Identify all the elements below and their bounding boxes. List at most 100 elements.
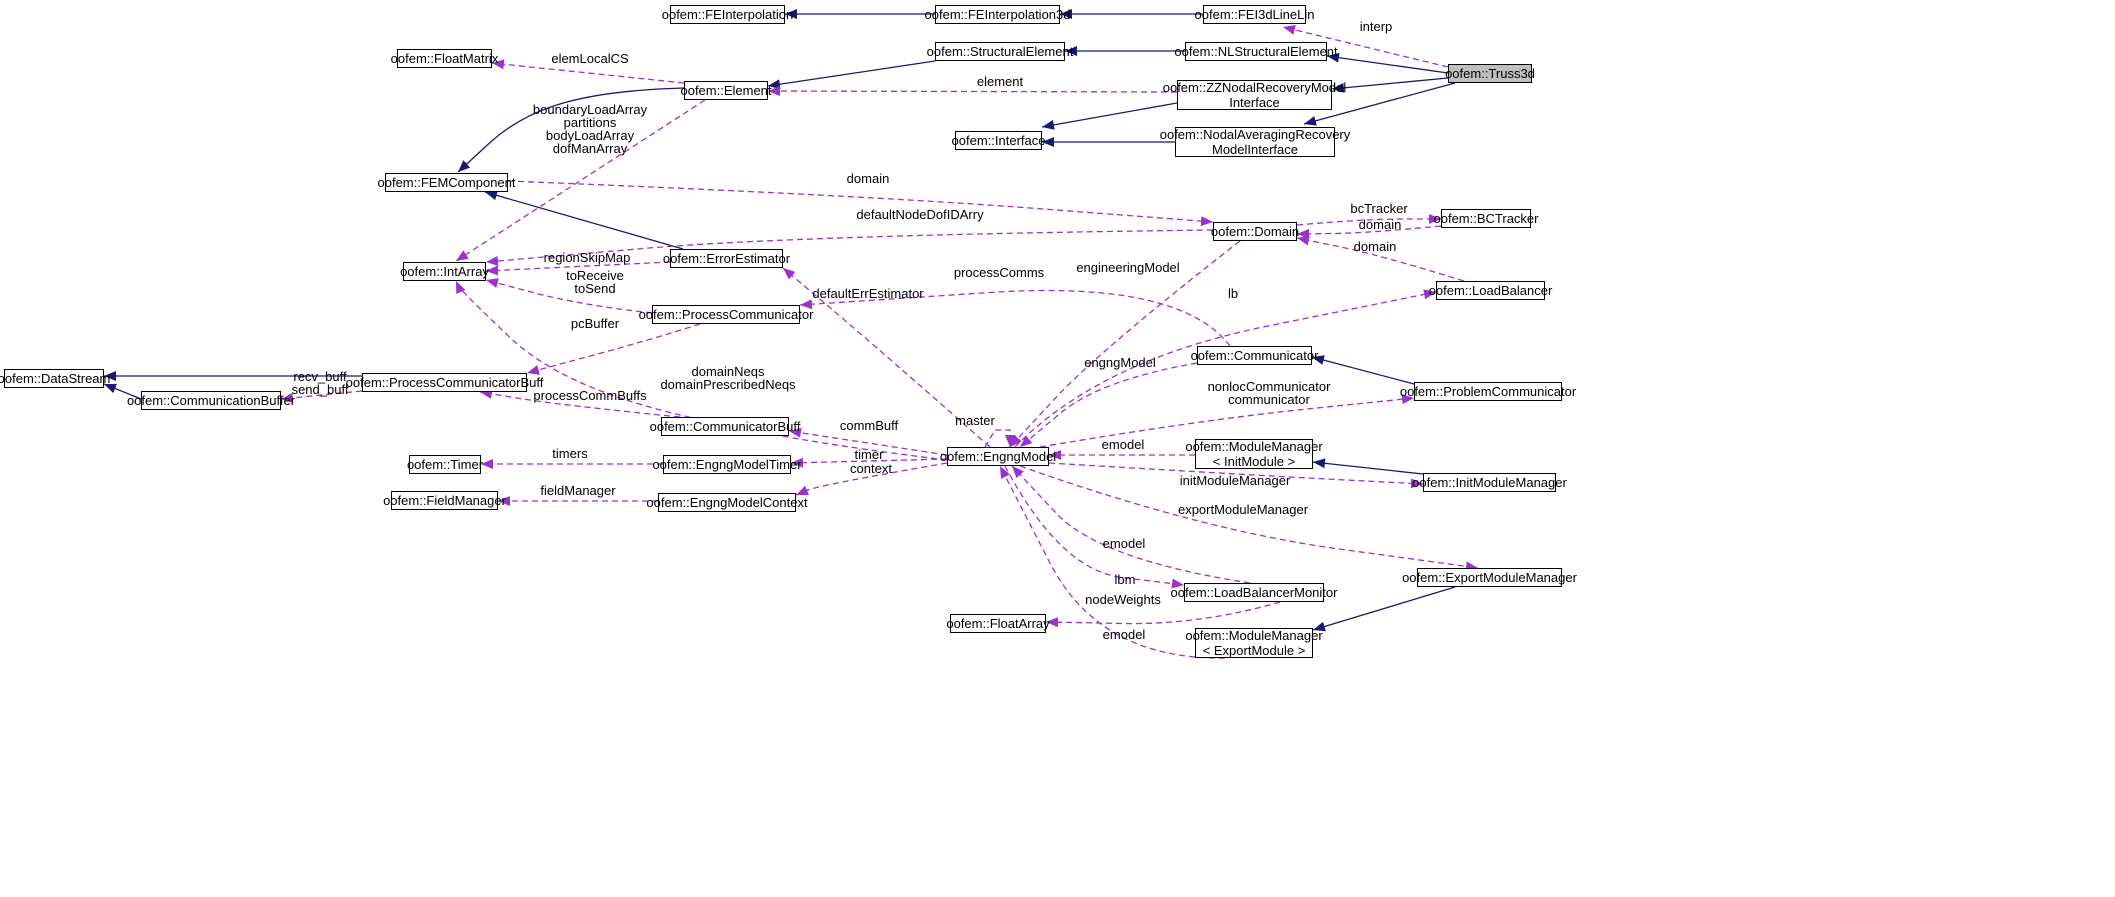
class-node-EngngModelTimer[interactable]: oofem::EngngModelTimer xyxy=(652,455,802,474)
class-node-Domain[interactable]: oofem::Domain xyxy=(1210,222,1300,241)
edge-label: emodel xyxy=(1103,628,1146,641)
class-node-CommunicatorBuff[interactable]: oofem::CommunicatorBuff xyxy=(650,417,800,436)
class-node-Communicator[interactable]: oofem::Communicator xyxy=(1191,346,1318,365)
edge-label: commBuff xyxy=(840,419,898,432)
class-node-BCTracker[interactable]: oofem::BCTracker xyxy=(1434,209,1539,228)
class-node-DataStream[interactable]: oofem::DataStream xyxy=(0,369,110,388)
class-node-label: oofem::FEInterpolation3d xyxy=(924,7,1071,22)
class-node-label: oofem::IntArray xyxy=(400,264,489,279)
edge-label-line: engngModel xyxy=(1084,355,1156,370)
edge-label: defaultNodeDofIDArry xyxy=(856,208,983,221)
class-node-label: oofem::ModuleManager xyxy=(1185,439,1323,454)
class-node-label: oofem::Communicator xyxy=(1190,348,1319,363)
class-node-EngngModelContext[interactable]: oofem::EngngModelContext xyxy=(646,493,808,512)
class-node-IntArray[interactable]: oofem::IntArray xyxy=(400,262,489,281)
class-node-FEInterpolation[interactable]: oofem::FEInterpolation xyxy=(662,5,793,24)
class-node-label: < ExportModule > xyxy=(1202,643,1306,658)
inherit-edge-ExportModuleManager-ModuleManagerExport xyxy=(1312,586,1456,632)
class-node-label: oofem::ProcessCommunicator xyxy=(638,307,814,322)
edge-label: context xyxy=(850,462,892,475)
class-node-LoadBalancerMonitor[interactable]: oofem::LoadBalancerMonitor xyxy=(1171,583,1337,602)
class-node-ModuleManagerInit[interactable]: oofem::ModuleManager< InitModule > xyxy=(1185,439,1323,469)
edge-label: domain xyxy=(1354,240,1397,253)
edge-label: domain xyxy=(847,172,890,185)
class-node-ProcessCommunicatorBuff[interactable]: oofem::ProcessCommunicatorBuff xyxy=(346,373,543,392)
class-node-LoadBalancer[interactable]: oofem::LoadBalancer xyxy=(1429,281,1552,300)
class-node-ProcessCommunicator[interactable]: oofem::ProcessCommunicator xyxy=(639,305,813,324)
inherit-edge-ErrorEstimator-FEMComponent xyxy=(484,190,684,250)
use-edge-EngngModel-LoadBalancer xyxy=(1014,289,1437,448)
edge-label-line: domain xyxy=(1353,239,1397,254)
class-node-label: oofem::LoadBalancer xyxy=(1428,283,1553,298)
use-edge-ProcessCommunicatorBuff-CommunicationBuffer xyxy=(280,390,363,403)
use-edge-EngngModel-EngngModel xyxy=(984,429,1015,448)
class-node-EngngModel[interactable]: oofem::EngngModel xyxy=(940,447,1056,466)
class-node-ErrorEstimator[interactable]: oofem::ErrorEstimator xyxy=(663,249,790,268)
use-edge-ErrorEstimator-IntArray xyxy=(485,261,671,276)
edge-label: domain xyxy=(1359,218,1402,231)
class-node-Element[interactable]: oofem::Element xyxy=(680,81,772,100)
edge-label-line: domain xyxy=(846,171,890,186)
class-node-Interface[interactable]: oofem::Interface xyxy=(952,131,1045,150)
edge-label: interp xyxy=(1360,20,1393,33)
class-node-label: oofem::Domain xyxy=(1210,224,1300,239)
edge-label: engineeringModel xyxy=(1076,261,1179,274)
edge-label-line: domainNeqs xyxy=(691,364,765,379)
class-node-FEInterpolation3d[interactable]: oofem::FEInterpolation3d xyxy=(925,5,1071,24)
class-node-FieldManager[interactable]: oofem::FieldManager xyxy=(383,491,506,510)
use-edge-EngngModel-EngngModelTimer xyxy=(790,457,948,468)
class-node-label: oofem::Timer xyxy=(406,457,484,472)
class-node-label: oofem::EngngModelContext xyxy=(646,495,808,510)
class-node-CommunicationBuffer[interactable]: oofem::CommunicationBuffer xyxy=(127,391,295,410)
class-node-label: oofem::EngngModelTimer xyxy=(652,457,802,472)
class-node-ModuleManagerExport[interactable]: oofem::ModuleManager< ExportModule > xyxy=(1185,628,1323,658)
class-node-ProblemCommunicator[interactable]: oofem::ProblemCommunicator xyxy=(1400,382,1576,401)
edge-label-line: domainPrescribedNeqs xyxy=(660,377,796,392)
class-node-FEI3dLineLin[interactable]: oofem::FEI3dLineLin xyxy=(1195,5,1314,24)
class-node-label: oofem::InitModuleManager xyxy=(1412,475,1567,490)
class-node-FEMComponent[interactable]: oofem::FEMComponent xyxy=(378,173,516,192)
edge-label-line: send_buff xyxy=(291,382,349,397)
class-node-ExportModuleManager[interactable]: oofem::ExportModuleManager xyxy=(1402,568,1577,587)
edge-label: regionSkipMap xyxy=(544,251,631,264)
edge-label: master xyxy=(955,414,995,427)
inherit-edge-Element-FEMComponent xyxy=(457,87,685,173)
edge-label: timers xyxy=(552,447,587,460)
edge-label-line: processCommBuffs xyxy=(533,388,647,403)
edge-label: elemLocalCS xyxy=(551,52,628,65)
edge-label: defaultErrEstimator xyxy=(812,287,923,300)
inherit-edge-CommunicationBuffer-DataStream xyxy=(103,383,142,400)
edge-label: timer xyxy=(855,448,884,461)
edge-label-line: emodel xyxy=(1102,627,1146,642)
class-node-NLStructuralElement[interactable]: oofem::NLStructuralElement xyxy=(1174,42,1338,61)
use-edge-ZZNodalRecovery-Element xyxy=(767,86,1178,97)
edge-label: fieldManager xyxy=(540,484,615,497)
edge-label-line: engineeringModel xyxy=(1076,260,1180,275)
edge-label-line: master xyxy=(955,413,995,428)
edge-label-line: defaultNodeDofIDArry xyxy=(856,207,984,222)
class-node-InitModuleManager[interactable]: oofem::InitModuleManager xyxy=(1412,473,1567,492)
inherit-edge-ProblemCommunicator-Communicator xyxy=(1311,355,1415,385)
class-node-StructuralElement[interactable]: oofem::StructuralElement xyxy=(927,42,1073,61)
inherit-edge-InitModuleManager-ModuleManagerInit xyxy=(1312,458,1424,475)
use-edge-BCTracker-Domain xyxy=(1296,225,1442,239)
class-node-label: ModelInterface xyxy=(1212,142,1298,157)
inherit-edge-Truss3d-NodalAveraging xyxy=(1303,82,1456,126)
class-node-label: oofem::NodalAveragingRecovery xyxy=(1159,127,1351,142)
class-node-Truss3d[interactable]: oofem::Truss3d xyxy=(1445,64,1535,83)
class-node-FloatArray[interactable]: oofem::FloatArray xyxy=(946,614,1050,633)
edge-label: bcTracker xyxy=(1350,202,1407,215)
edge-label-line: lb xyxy=(1227,286,1239,301)
class-node-label: oofem::ProblemCommunicator xyxy=(1399,384,1577,399)
class-node-Timer[interactable]: oofem::Timer xyxy=(406,455,484,474)
edge-label: engngModel xyxy=(1084,356,1156,369)
edge-label-line: timer xyxy=(854,447,884,462)
class-node-FloatMatrix[interactable]: oofem::FloatMatrix xyxy=(391,49,498,68)
class-node-label: oofem::CommunicatorBuff xyxy=(649,419,801,434)
edge-label-line: interp xyxy=(1359,19,1393,34)
